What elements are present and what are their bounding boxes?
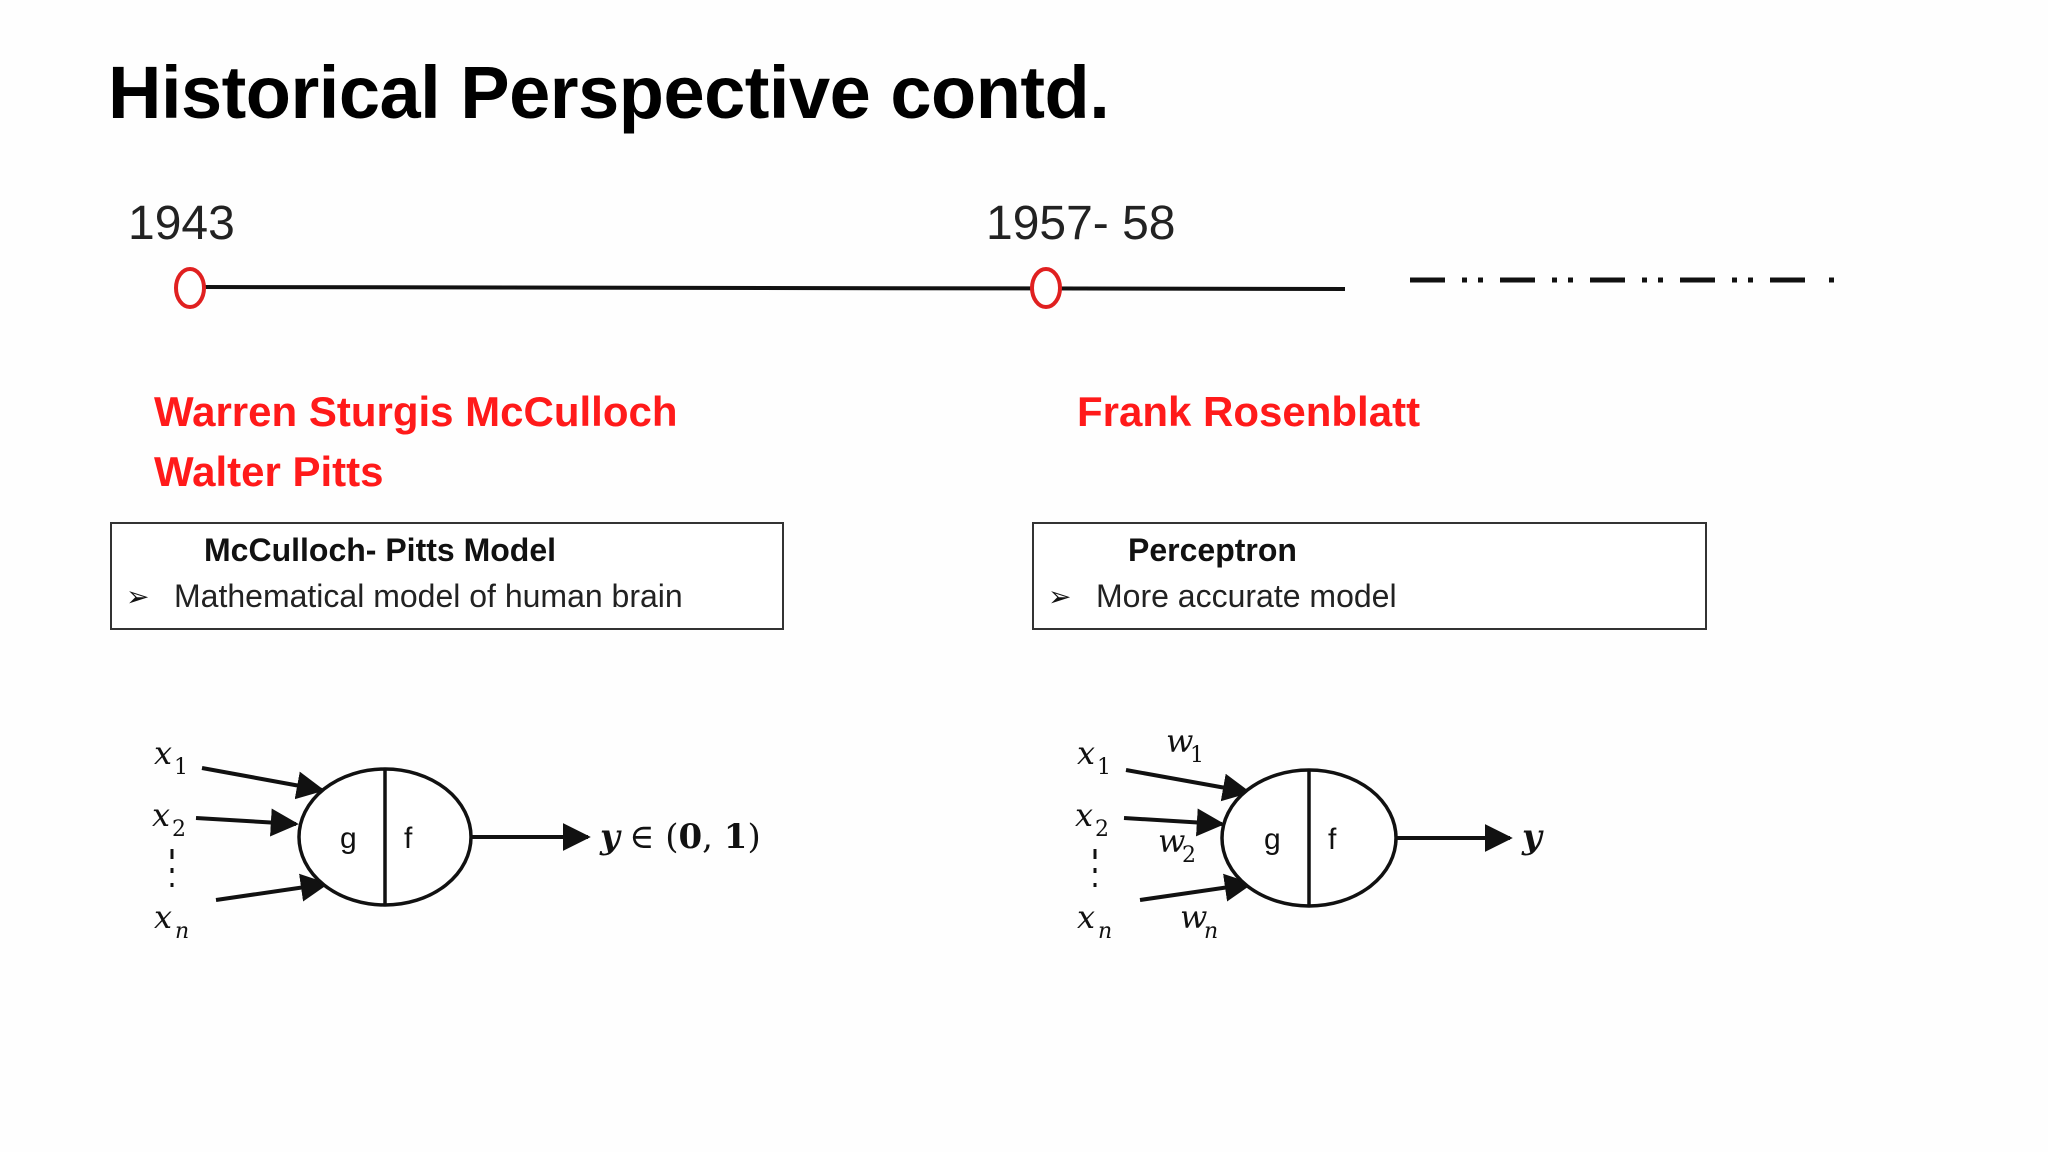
timeline-line bbox=[203, 285, 1346, 291]
weight-wn-label: w bbox=[1180, 898, 1207, 936]
input-x2-sub: 2 bbox=[172, 817, 186, 842]
weight-w2-label: w bbox=[1158, 822, 1185, 860]
timeline-marker-1943 bbox=[174, 267, 206, 309]
box-bullet-text: Mathematical model of human brain bbox=[174, 578, 683, 614]
mcculloch-pitts-neuron: x 1 x 2 x n g f y ∈ (0, 1) bbox=[152, 734, 761, 944]
input-xn-label: x bbox=[154, 898, 172, 936]
input-x2-sub: 2 bbox=[1095, 817, 1109, 842]
year-1943: 1943 bbox=[128, 197, 235, 250]
box-bullet-text: More accurate model bbox=[1096, 578, 1397, 614]
weight-w2-sub: 2 bbox=[1182, 843, 1196, 868]
input-x1-sub: 1 bbox=[174, 755, 188, 780]
name-mcculloch: Warren Sturgis McCulloch bbox=[154, 388, 678, 435]
output-label: y ∈ (0, 1) bbox=[599, 817, 761, 857]
output-close: ) bbox=[747, 817, 760, 857]
year-1957-58: 1957- 58 bbox=[986, 197, 1176, 250]
perceptron-box: Perceptron ➢ More accurate model bbox=[1032, 522, 1707, 630]
input-x1-sub: 1 bbox=[1097, 755, 1111, 780]
weight-w1-sub: 1 bbox=[1190, 743, 1204, 768]
input-x1-label: x bbox=[154, 734, 172, 772]
output-one: 1 bbox=[724, 817, 748, 857]
input-x2-label: x bbox=[152, 796, 170, 834]
output-comma: , bbox=[702, 817, 724, 857]
input-xn-label: x bbox=[1077, 898, 1095, 936]
output-y: y bbox=[599, 817, 622, 857]
neuron-f-label: f bbox=[1328, 823, 1337, 856]
neuron-g-label: g bbox=[340, 822, 357, 855]
timeline-marker-1957 bbox=[1030, 267, 1062, 309]
input-x2-label: x bbox=[1075, 796, 1093, 834]
name-rosenblatt: Frank Rosenblatt bbox=[1077, 388, 1421, 435]
box-title: Perceptron bbox=[1128, 532, 1297, 568]
input-xn-sub: n bbox=[175, 919, 189, 944]
output-zero: 0 bbox=[678, 817, 702, 857]
bullet-arrow-icon: ➢ bbox=[126, 581, 150, 612]
slide-title: Historical Perspective contd. bbox=[108, 51, 1110, 134]
name-pitts: Walter Pitts bbox=[154, 448, 384, 495]
input-xn-sub: n bbox=[1098, 919, 1112, 944]
weight-wn-sub: n bbox=[1204, 919, 1218, 944]
mcculloch-pitts-box: McCulloch- Pitts Model ➢ Mathematical mo… bbox=[110, 522, 784, 630]
input-x1-label: x bbox=[1077, 734, 1095, 772]
weight-w1-label: w bbox=[1166, 722, 1193, 760]
neuron-f-label: f bbox=[404, 822, 413, 855]
box-title: McCulloch- Pitts Model bbox=[204, 532, 556, 568]
bullet-arrow-icon: ➢ bbox=[1048, 581, 1072, 612]
output-in-set: ∈ ( bbox=[629, 817, 678, 857]
perceptron-neuron: x 1 x 2 x n w 1 w 2 w n g f y bbox=[1075, 722, 1544, 944]
output-y: y bbox=[1521, 817, 1544, 857]
neuron-g-label: g bbox=[1264, 823, 1281, 856]
